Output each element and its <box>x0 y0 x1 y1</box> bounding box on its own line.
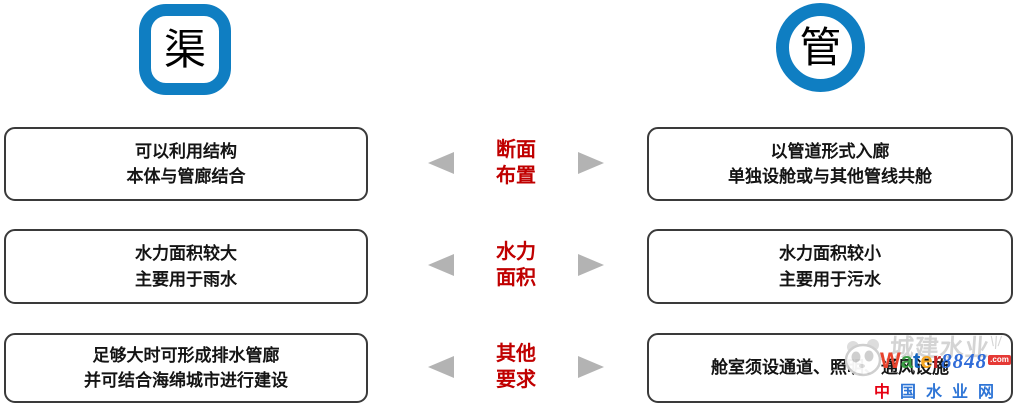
watermark: 城建水业\|/ Water8848.com 中国水业网 <box>842 331 1015 407</box>
channel-feature-box-1: 可以利用结构 本体与管廊结合 <box>4 127 368 201</box>
channel-badge: 渠 <box>139 4 231 95</box>
pipe-feature-box-3: 舱室须设通道、照明、通风设施 <box>647 333 1013 403</box>
left-arrow-icon <box>428 356 454 378</box>
brand-letter: W <box>880 348 901 373</box>
pipe-badge-label: 管 <box>799 23 842 71</box>
brand-number: 8848 <box>941 349 988 373</box>
channel-feature-box-2: 水力面积较大 主要用于雨水 <box>4 229 368 304</box>
pipe-badge: 管 <box>776 3 865 92</box>
left-arrow-icon <box>428 152 454 174</box>
brand-letter: t <box>913 348 921 373</box>
watermark-tagline: 中国水业网 <box>874 378 1004 402</box>
rays-decoration-icon: \|/ <box>989 333 1003 349</box>
brand-letter: r <box>932 348 942 373</box>
category-label-2: 水力 面积 <box>496 241 536 289</box>
tagline-first-char: 中 <box>874 384 901 401</box>
brand-letter: a <box>900 348 914 373</box>
pipe-feature-box-1: 以管道形式入廊 单独设舱或与其他管线共舱 <box>647 127 1013 201</box>
brand-letter: e <box>920 348 933 373</box>
category-label-3: 其他 要求 <box>496 343 536 391</box>
watermark-brand-en: Water8848.com <box>880 350 1011 372</box>
right-arrow-icon <box>578 356 604 378</box>
channel-feature-box-3: 足够大时可形成排水管廊 并可结合海绵城市进行建设 <box>4 333 368 403</box>
domain-suffix-badge: .com <box>988 355 1011 365</box>
channel-badge-label: 渠 <box>163 25 206 73</box>
right-arrow-icon <box>578 152 604 174</box>
left-arrow-icon <box>428 254 454 276</box>
tagline-rest: 国水业网 <box>900 384 1005 401</box>
pipe-feature-box-2: 水力面积较小 主要用于污水 <box>647 229 1013 304</box>
right-arrow-icon <box>578 254 604 276</box>
panda-mascot-icon <box>844 339 882 377</box>
category-label-1: 断面 布置 <box>496 139 536 187</box>
